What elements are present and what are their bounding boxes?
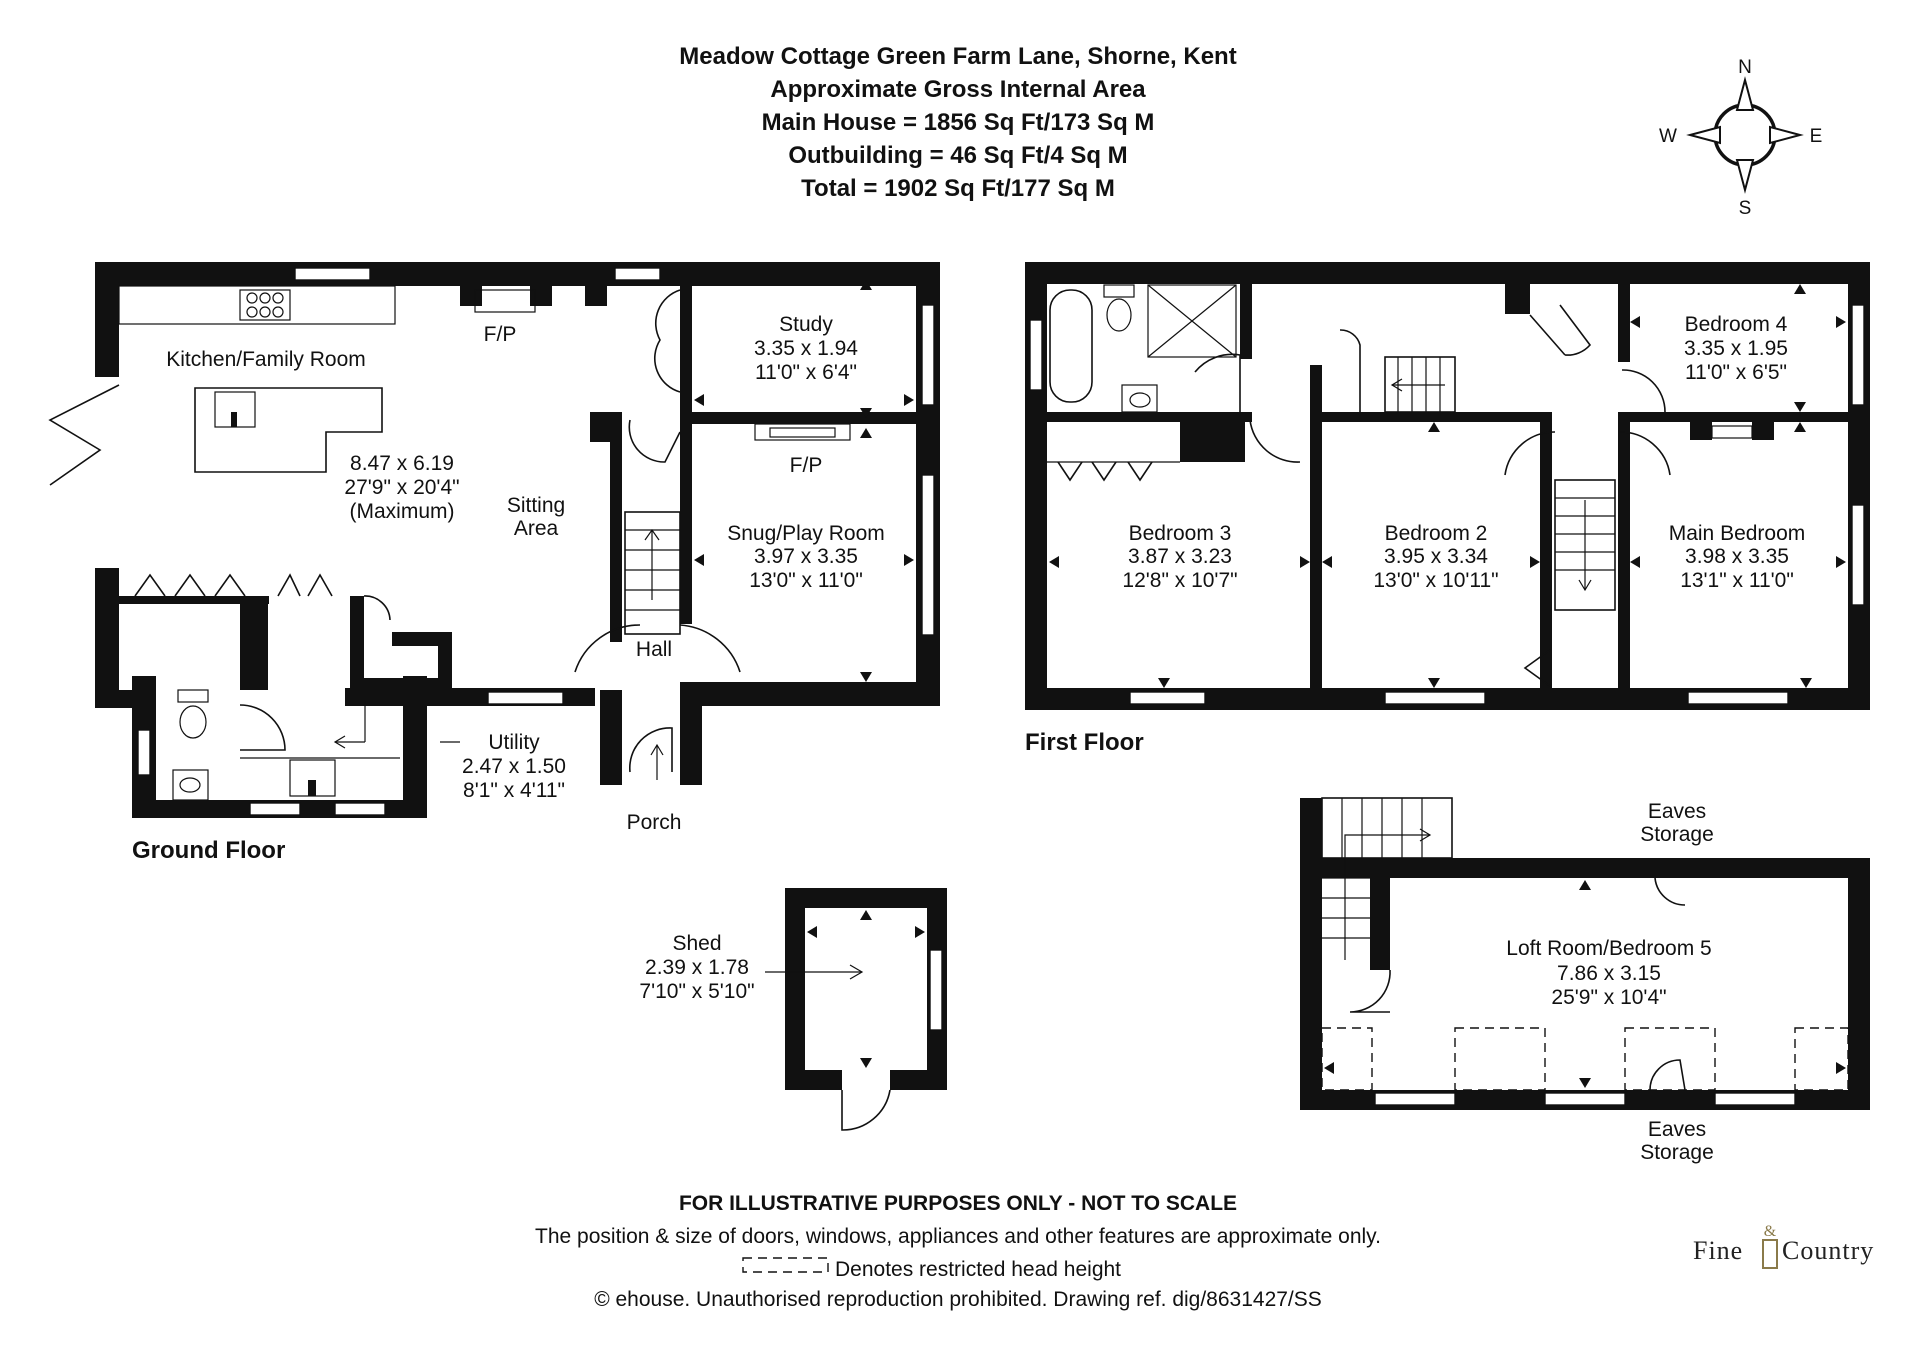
disclaimer-text: FOR ILLUSTRATIVE PURPOSES ONLY - NOT TO … — [679, 1192, 1237, 1215]
loft-plan — [1300, 797, 1870, 1110]
logo-amp: & — [1764, 1223, 1777, 1240]
loft-metric: 7.86 x 3.15 — [1557, 962, 1661, 985]
restricted-height-legend: Denotes restricted head height — [835, 1258, 1121, 1281]
fine-country-logo: Fine & Country — [1693, 1223, 1874, 1269]
total-area: Total = 1902 Sq Ft/177 Sq M — [801, 175, 1115, 202]
ground-floor-plan — [48, 262, 940, 818]
first-floor-label: First Floor — [1025, 729, 1144, 756]
bedroom2-name: Bedroom 2 — [1385, 522, 1488, 545]
main-bedroom-name: Main Bedroom — [1669, 522, 1806, 545]
utility-metric: 2.47 x 1.50 — [462, 755, 566, 778]
compass-w: W — [1659, 126, 1677, 147]
compass-s: S — [1739, 198, 1752, 219]
bedroom2-imperial: 13'0" x 10'11" — [1373, 569, 1498, 592]
kitchen-name: Kitchen/Family Room — [166, 348, 366, 371]
dimension-markers — [694, 280, 1846, 1088]
kitchen-metric: 8.47 x 6.19 — [350, 452, 454, 475]
compass-e: E — [1810, 126, 1823, 147]
plan-title: Meadow Cottage Green Farm Lane, Shorne, … — [679, 43, 1236, 70]
area-heading: Approximate Gross Internal Area — [770, 76, 1146, 103]
bedroom3-name: Bedroom 3 — [1129, 522, 1232, 545]
sitting-area-line1: Sitting — [507, 494, 565, 517]
porch-name: Porch — [627, 811, 682, 834]
study-name: Study — [779, 313, 833, 336]
eaves-bottom-line1: Eaves — [1648, 1118, 1706, 1141]
hall-name: Hall — [636, 638, 672, 661]
shed-name: Shed — [672, 932, 721, 955]
shed-plan — [765, 888, 947, 1131]
header-block: Meadow Cottage Green Farm Lane, Shorne, … — [679, 43, 1236, 202]
snug-imperial: 13'0" x 11'0" — [749, 569, 863, 592]
outbuilding-area: Outbuilding = 46 Sq Ft/4 Sq M — [788, 142, 1127, 169]
utility-name: Utility — [488, 731, 540, 754]
first-floor-plan — [1025, 262, 1870, 710]
eaves-top-line1: Eaves — [1648, 800, 1706, 823]
eaves-top-line2: Storage — [1640, 823, 1714, 846]
main-house-area: Main House = 1856 Sq Ft/173 Sq M — [762, 109, 1155, 136]
eaves-bottom-line2: Storage — [1640, 1141, 1714, 1164]
study-imperial: 11'0" x 6'4" — [755, 361, 857, 384]
logo-left: Fine — [1693, 1236, 1743, 1265]
copyright-text: © ehouse. Unauthorised reproduction proh… — [594, 1288, 1322, 1311]
bedroom3-metric: 3.87 x 3.23 — [1128, 545, 1232, 568]
ground-floor-label: Ground Floor — [132, 837, 285, 864]
main-bedroom-metric: 3.98 x 3.35 — [1685, 545, 1789, 568]
snug-name: Snug/Play Room — [727, 522, 885, 545]
bedroom3-imperial: 12'8" x 10'7" — [1122, 569, 1237, 592]
bedroom4-imperial: 11'0" x 6'5" — [1685, 361, 1787, 384]
kitchen-imperial: 27'9" x 20'4" — [344, 476, 459, 499]
compass-n: N — [1738, 57, 1752, 78]
compass-icon: N S E W — [1659, 57, 1822, 219]
fireplace-label-2: F/P — [790, 454, 823, 477]
sitting-area-line2: Area — [514, 517, 559, 540]
shed-metric: 2.39 x 1.78 — [645, 956, 749, 979]
main-bedroom-imperial: 13'1" x 11'0" — [1680, 569, 1794, 592]
bedroom4-metric: 3.35 x 1.95 — [1684, 337, 1788, 360]
restricted-height-legend-icon — [742, 1257, 829, 1273]
bedroom2-metric: 3.95 x 3.34 — [1384, 545, 1488, 568]
kitchen-note: (Maximum) — [350, 500, 455, 523]
bedroom4-name: Bedroom 4 — [1685, 313, 1788, 336]
loft-imperial: 25'9" x 10'4" — [1551, 986, 1666, 1009]
fireplace-label-1: F/P — [484, 323, 517, 346]
footer: FOR ILLUSTRATIVE PURPOSES ONLY - NOT TO … — [535, 1192, 1381, 1311]
position-note: The position & size of doors, windows, a… — [535, 1225, 1381, 1248]
study-metric: 3.35 x 1.94 — [754, 337, 858, 360]
logo-right: Country — [1782, 1236, 1874, 1265]
utility-imperial: 8'1" x 4'11" — [463, 779, 565, 802]
loft-name: Loft Room/Bedroom 5 — [1506, 937, 1711, 960]
snug-metric: 3.97 x 3.35 — [754, 545, 858, 568]
shed-imperial: 7'10" x 5'10" — [639, 980, 754, 1003]
